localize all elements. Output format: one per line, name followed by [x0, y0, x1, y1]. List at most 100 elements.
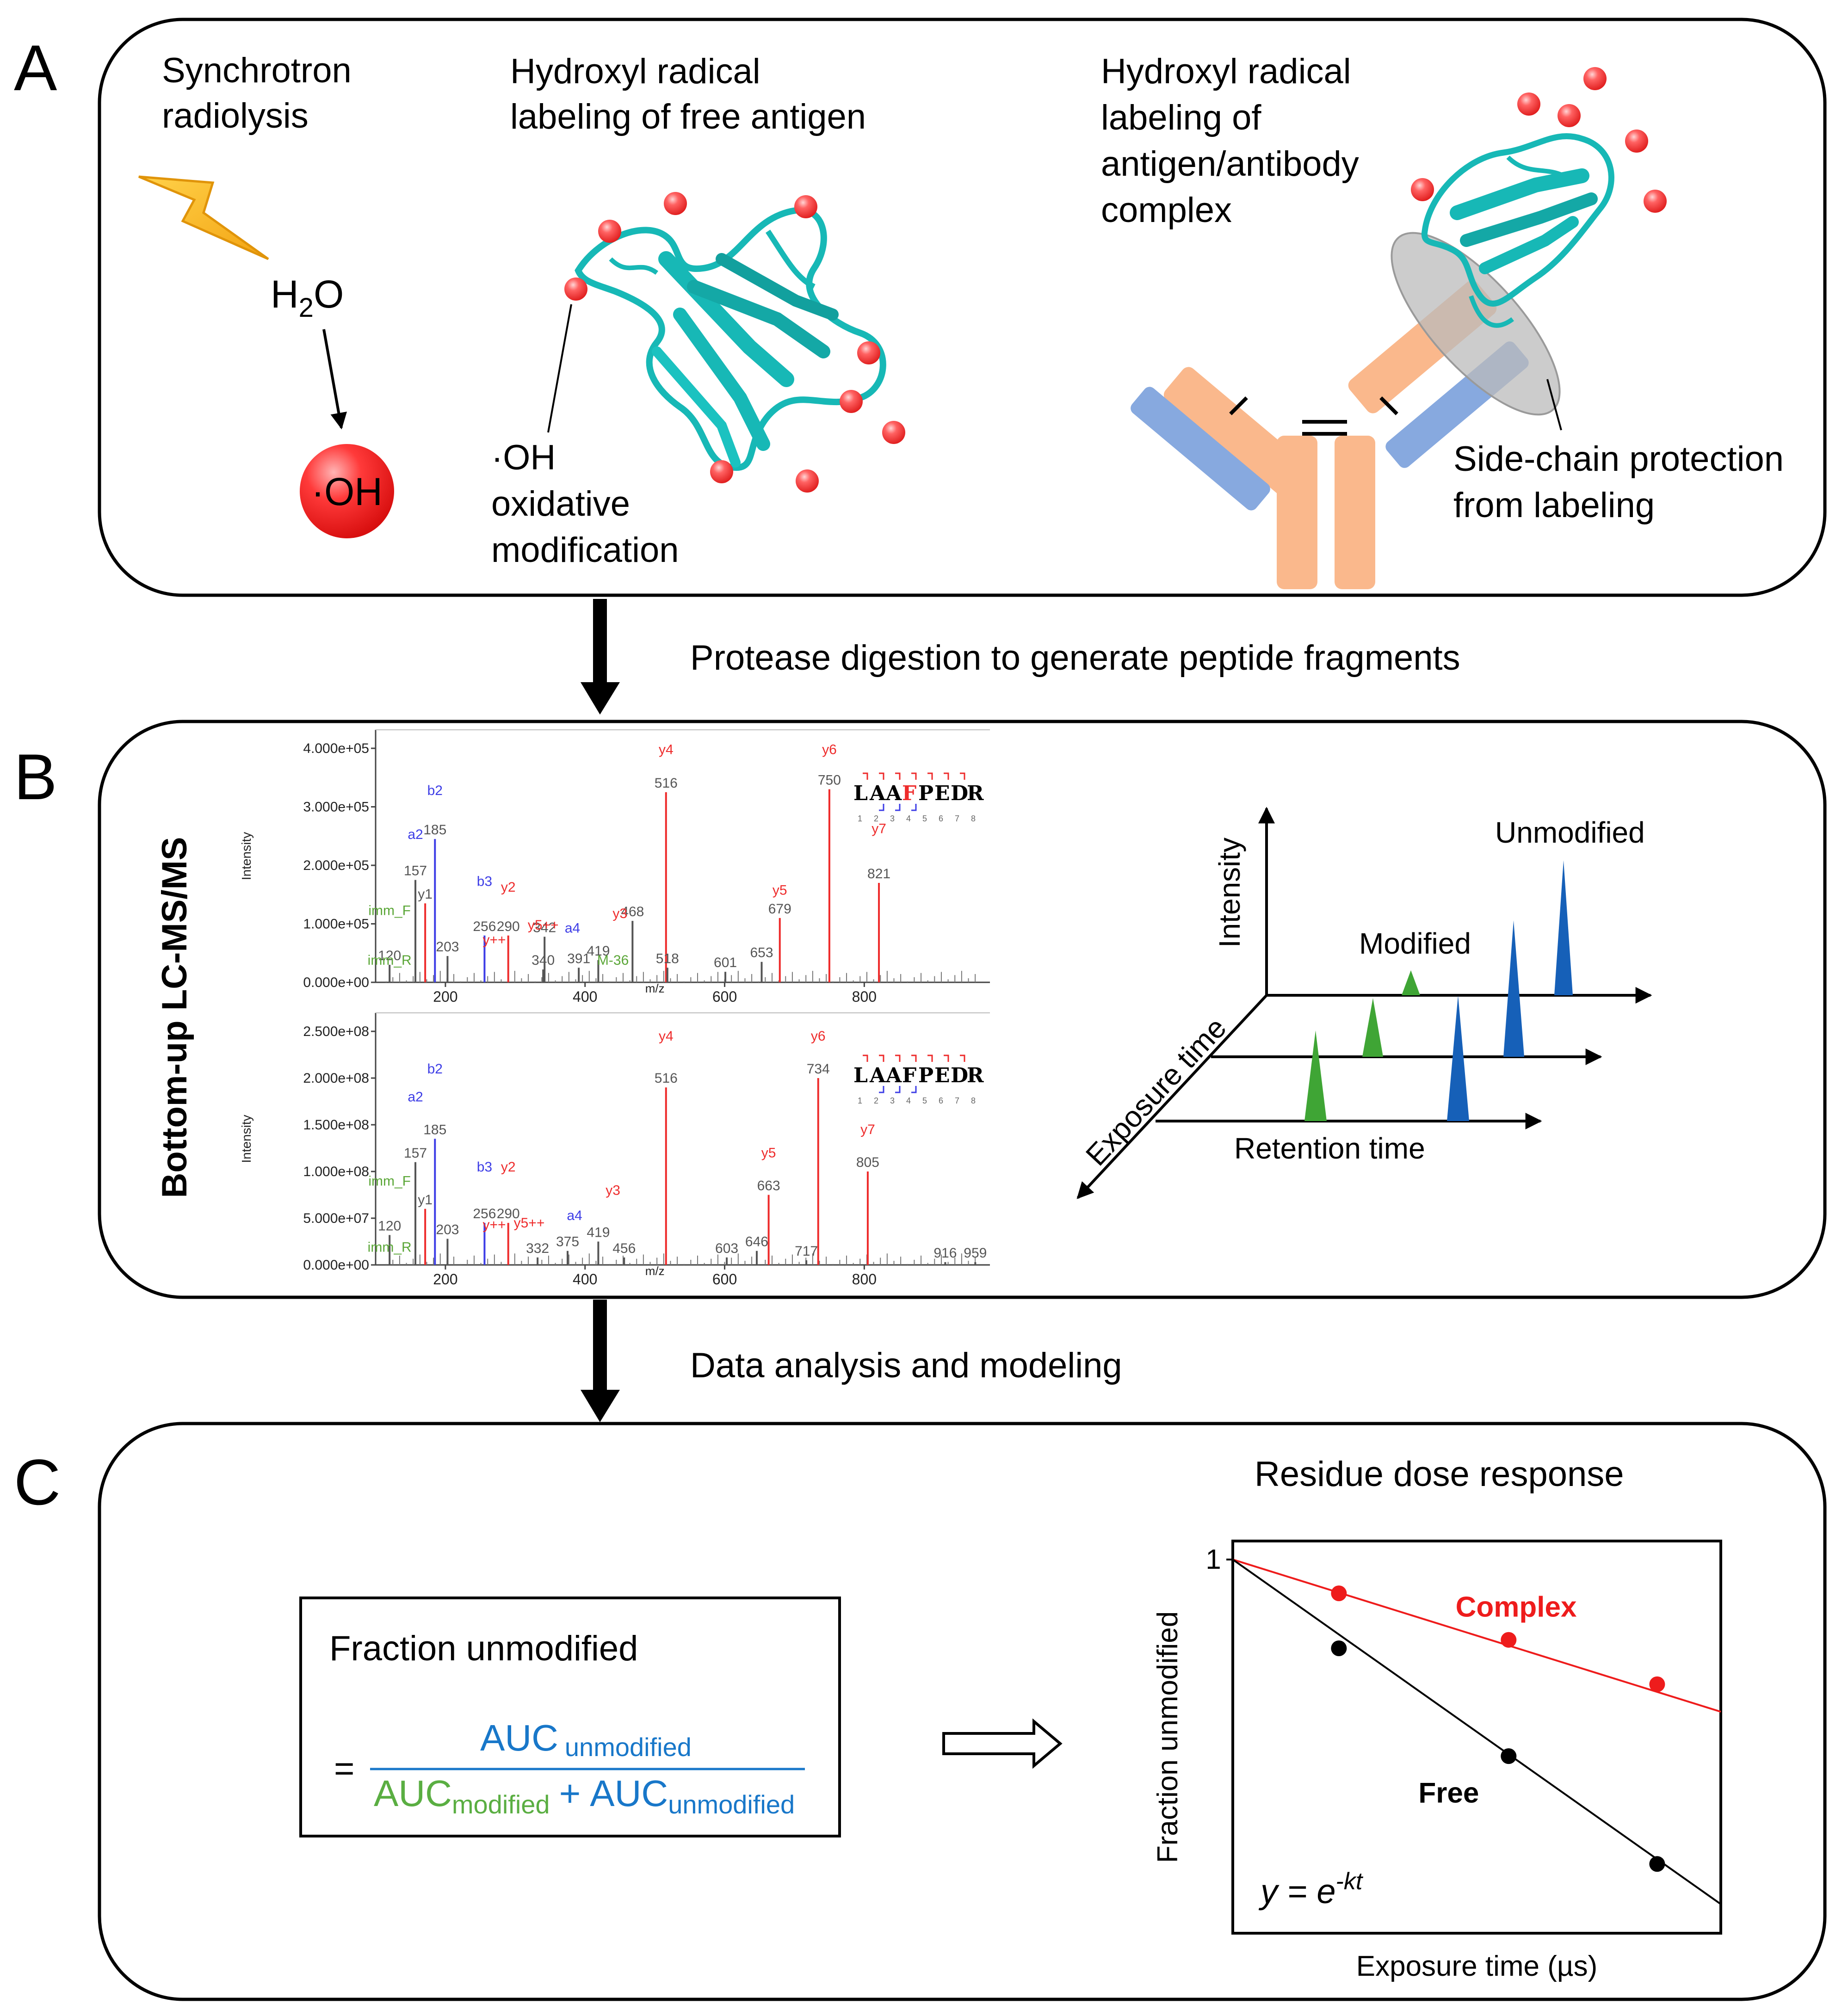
residue-number: 5: [922, 814, 927, 823]
peak-mz-label: 340: [532, 953, 555, 968]
residue-number: 7: [955, 1096, 959, 1105]
ion-label: y5: [773, 882, 787, 898]
x-tick-label: 800: [852, 988, 877, 1005]
oxidative-pointer-line: [547, 304, 572, 433]
label-sphere: [1558, 104, 1581, 127]
residue-letter: P: [918, 782, 933, 805]
data-point-complex: [1331, 1585, 1347, 1602]
ion-label: y7: [860, 1122, 875, 1137]
step-arrow-head: [581, 682, 620, 715]
ion-label: y++: [483, 932, 506, 948]
ion-label: a4: [567, 1208, 582, 1223]
antibody-heavy-chain-stem-right: [1335, 436, 1375, 589]
antibody-light-chain-left-arm: [1131, 387, 1270, 511]
implies-arrow: [942, 1718, 1063, 1769]
x-axis-label: m/z: [645, 981, 665, 995]
peak-mz-label: 717: [795, 1244, 818, 1259]
peak-mz-label: 157: [404, 1146, 427, 1161]
ion-label: M-36: [597, 953, 629, 968]
y-axis-label: Intensity: [239, 1115, 253, 1163]
side-chain-protection-label: Side-chain protection from labeling: [1453, 439, 1793, 525]
peak-mz-label: 646: [745, 1234, 768, 1250]
x-axis-label: m/z: [645, 1264, 665, 1278]
residue-number: 2: [874, 814, 878, 823]
fragment-bracket-b: [895, 804, 901, 811]
fragment-bracket-b: [879, 1086, 884, 1093]
fraction-unmodified-title: Fraction unmodified: [329, 1629, 638, 1668]
residue-letter: F: [902, 782, 916, 805]
residue-letter: E: [934, 782, 950, 805]
panel-b: B Bottom-up LC-MS/MS 0.000e+001.000e+052…: [14, 720, 1827, 1299]
ms-ms-spectrum-bottom: 0.000e+005.000e+071.000e+081.500e+082.00…: [239, 1012, 990, 1288]
y-tick-label: 1: [1205, 1544, 1221, 1575]
ion-label: a2: [408, 1090, 423, 1105]
peak-mz-label: 821: [867, 866, 890, 882]
unmodified-peak: [1447, 995, 1469, 1121]
peak-mz-label: 120: [378, 948, 401, 963]
water-to-radical-arrow: [322, 329, 347, 430]
y-axis-label: Fraction unmodified: [1152, 1611, 1184, 1863]
panel-a: A Synchrotron radiolysis H2O ·OH Hydroxy…: [14, 18, 1827, 597]
modified-peak: [1362, 998, 1383, 1057]
peak-mz-label: 375: [556, 1234, 579, 1250]
data-point-complex: [1649, 1676, 1665, 1692]
oxidative-modification-label: ·OH oxidative modification: [491, 438, 679, 570]
residue-number: 8: [971, 1096, 976, 1105]
peak-mz-label: 518: [656, 951, 679, 966]
peak-mz-label: y1: [418, 1192, 433, 1208]
fragment-bracket-y: [960, 772, 965, 780]
peak-mz-label: 419: [587, 943, 610, 959]
panel-b-frame: [98, 720, 1827, 1299]
peak-mz-label: 663: [757, 1178, 780, 1194]
unmodified-peak: [1554, 860, 1573, 995]
y-tick-label: 5.000e+07: [303, 1211, 369, 1226]
peak-mz-label: 959: [964, 1245, 987, 1261]
fragment-bracket-b: [879, 804, 884, 811]
x-tick-label: 600: [712, 988, 737, 1005]
ion-label: b3: [477, 874, 492, 889]
residue-dose-response-title: Residue dose response: [1255, 1455, 1624, 1494]
fragment-bracket-y: [879, 772, 884, 780]
radiolysis-title: Synchrotron radiolysis: [162, 51, 361, 136]
data-point-free: [1501, 1748, 1517, 1764]
ms-ms-spectrum-top: 0.000e+001.000e+052.000e+053.000e+054.00…: [239, 729, 990, 1005]
x-tick-label: 400: [573, 988, 597, 1005]
digestion-step-label: Protease digestion to generate peptide f…: [690, 638, 1460, 678]
label-sphere: [882, 421, 905, 444]
y-tick-label: 1.000e+05: [303, 917, 369, 932]
step-arrow-shaft: [593, 1300, 607, 1392]
panel-c-letter: C: [14, 1446, 61, 1518]
peak-mz-label: 468: [621, 904, 644, 919]
peak-mz-label: y1: [418, 887, 433, 902]
peak-mz-label: 679: [768, 901, 791, 917]
modified-peak: [1402, 970, 1420, 995]
peak-mz-label: 456: [612, 1241, 636, 1256]
y-tick-label: 4.000e+05: [303, 741, 369, 756]
unmodified-label: Unmodified: [1495, 816, 1645, 849]
y-tick-label: 0.000e+00: [303, 1258, 369, 1273]
fragment-bracket-y: [911, 772, 917, 780]
ion-label: b2: [427, 783, 443, 798]
peak-mz-label: 157: [404, 863, 427, 879]
label-sphere: [857, 341, 880, 364]
step-arrow-head: [581, 1390, 620, 1422]
legend-free: Free: [1418, 1777, 1479, 1809]
bottom-up-lcmsms-label: Bottom-up LC-MS/MS: [155, 837, 194, 1198]
legend-complex: Complex: [1456, 1591, 1577, 1623]
decay-formula: y = e-kt: [1258, 1868, 1364, 1911]
ion-label: y4: [659, 1029, 674, 1044]
peak-mz-label: 391: [567, 951, 590, 966]
label-sphere: [840, 390, 863, 413]
residue-number: 4: [906, 1096, 911, 1105]
residue-letter: A: [869, 1064, 886, 1087]
water-label: H2O: [271, 272, 344, 323]
peak-mz-label: 185: [423, 1122, 446, 1137]
label-sphere: [664, 192, 687, 215]
y-tick-label: 0.000e+00: [303, 975, 369, 990]
residue-letter: F: [902, 1064, 916, 1087]
fit-line-complex: [1232, 1559, 1721, 1713]
disulfide-bond: [1379, 396, 1398, 415]
